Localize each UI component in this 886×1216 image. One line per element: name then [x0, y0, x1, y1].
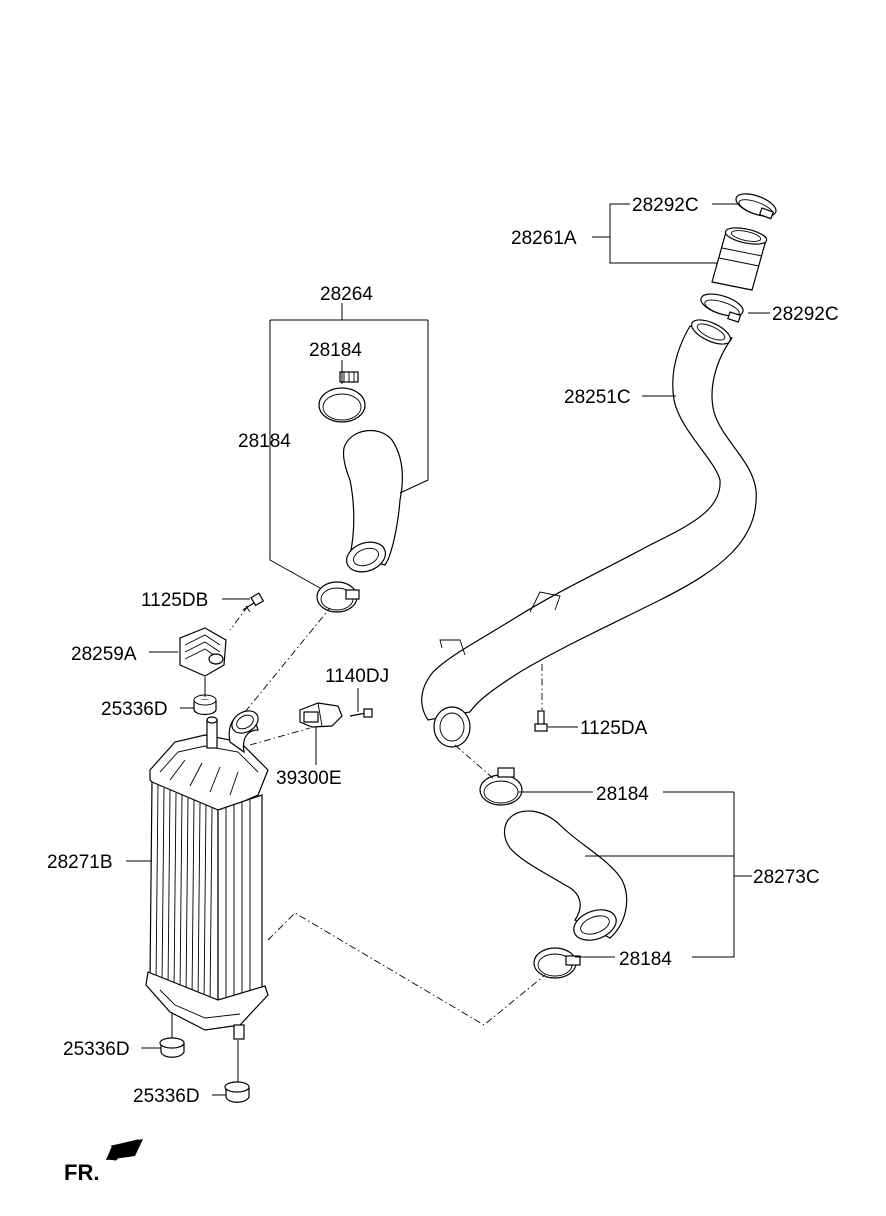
hose-28261a	[711, 227, 768, 291]
leader-lines	[126, 203, 770, 1096]
label-28261a: 28261A	[511, 228, 577, 249]
grommet-25336d-mid	[159, 1037, 185, 1058]
label-28259a: 28259A	[71, 644, 137, 665]
label-28273c: 28273C	[753, 867, 820, 888]
grommet-25336d-bot	[224, 1081, 250, 1103]
label-1125db: 1125DB	[141, 590, 208, 611]
intercooler-core-fins	[155, 784, 251, 1007]
sensor-39300e	[299, 702, 343, 728]
front-direction-arrow-icon	[105, 1139, 143, 1161]
label-28184-c: 28184	[596, 784, 649, 805]
label-28184-d: 28184	[619, 949, 672, 970]
label-28292c-mid: 28292C	[772, 304, 839, 325]
bolt-1125da	[534, 710, 548, 732]
grommet-25336d-top	[193, 694, 217, 716]
label-25336d-bot: 25336D	[133, 1086, 200, 1107]
clamp-28292c-top	[735, 193, 777, 220]
label-28251c: 28251C	[564, 387, 631, 408]
label-28271b: 28271B	[47, 852, 113, 873]
clamp-28292c-mid	[700, 293, 744, 323]
label-28184-b: 28184	[238, 431, 291, 452]
part-labels: 28292C 28261A 28292C 28264 28184 28184 2…	[47, 195, 839, 1185]
label-28184-a: 28184	[309, 340, 362, 361]
label-front-direction: FR.	[64, 1160, 99, 1185]
clamp-28184-lower-right-top	[479, 767, 523, 806]
label-25336d-mid: 25336D	[63, 1039, 130, 1060]
label-39300e: 39300E	[276, 768, 342, 789]
bolt-1140dj	[349, 708, 373, 718]
label-25336d-top: 25336D	[101, 699, 168, 720]
hose-28273c	[503, 810, 628, 941]
connection-lines	[229, 605, 546, 1026]
pipe-28251c	[421, 319, 757, 748]
label-1125da: 1125DA	[580, 718, 648, 739]
bolt-1125db	[242, 592, 265, 613]
intercooler-28271b	[145, 710, 269, 1040]
clamp-28184-upper	[318, 371, 366, 423]
clamp-28184-lower-right-bottom	[533, 947, 581, 979]
label-1140dj: 1140DJ	[325, 666, 389, 687]
label-28264: 28264	[320, 284, 373, 305]
hose-28264	[342, 429, 403, 573]
label-28292c-top: 28292C	[632, 195, 699, 216]
bracket-28259a	[179, 627, 227, 677]
clamp-28184-lower-left	[316, 581, 360, 613]
